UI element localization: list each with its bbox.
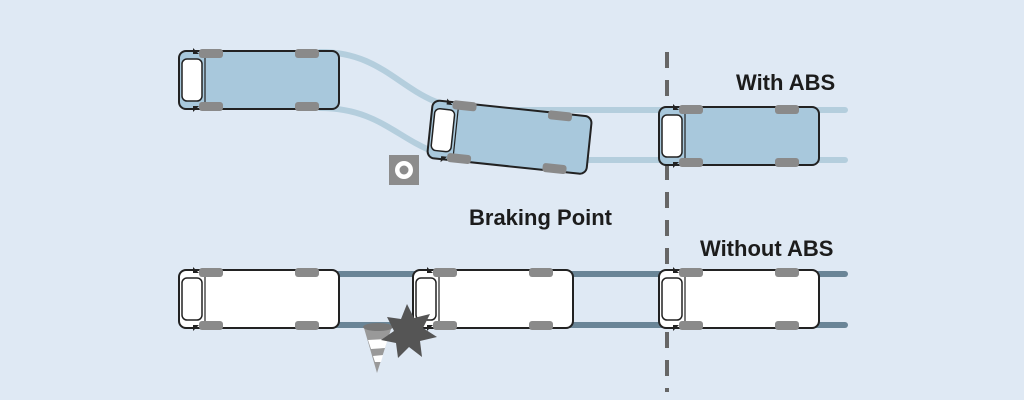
with-abs-label: With ABS — [736, 70, 836, 95]
van-no-abs-1 — [178, 267, 340, 331]
braking-point-label: Braking Point — [469, 205, 613, 230]
van-abs-1 — [178, 48, 340, 112]
van-no-abs-2 — [412, 267, 574, 331]
traffic-cone-icon — [363, 323, 393, 373]
target-marker-icon — [389, 155, 419, 185]
van-no-abs-3 — [658, 267, 820, 331]
van-abs-3 — [658, 104, 820, 168]
collision-burst-icon — [381, 304, 437, 358]
van-abs-2 — [426, 98, 593, 175]
without-abs-label: Without ABS — [700, 236, 834, 261]
